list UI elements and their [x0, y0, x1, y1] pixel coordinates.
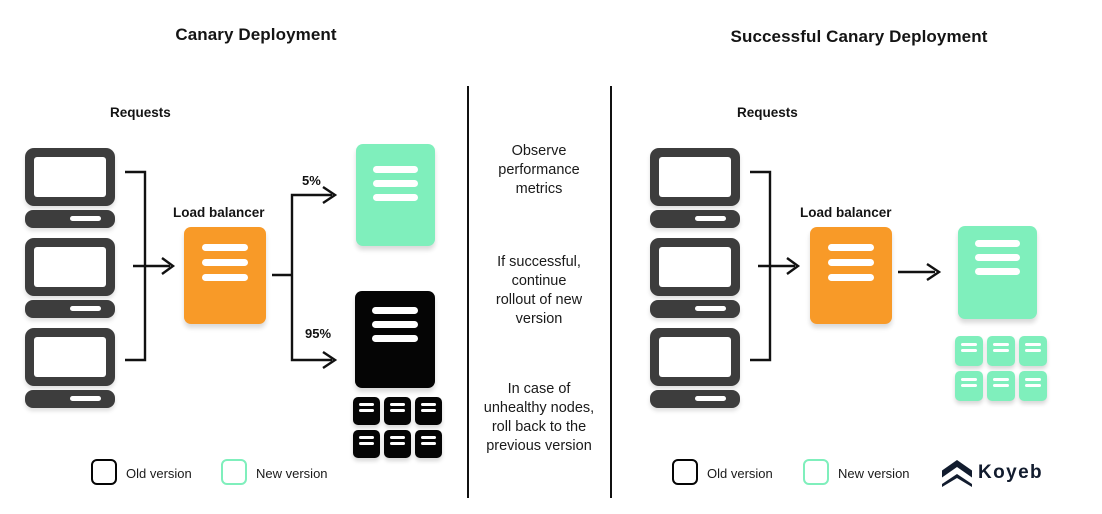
legend-label-new: New version [838, 466, 910, 481]
clients-to-lb-connector [125, 170, 176, 362]
legend-swatch-old [91, 459, 117, 485]
legend-label-old: Old version [707, 466, 773, 481]
load-balancer-card [184, 227, 266, 324]
old-version-node [415, 430, 442, 458]
old-version-card [355, 291, 435, 388]
legend-swatch-old [672, 459, 698, 485]
client-computer [25, 328, 123, 412]
legend-swatch-new [803, 459, 829, 485]
client-computer [650, 238, 748, 322]
divider-left [467, 86, 469, 498]
client-computer [650, 148, 748, 232]
client-computer [25, 148, 123, 232]
divider-right [610, 86, 612, 498]
legend-label-new: New version [256, 466, 328, 481]
new-version-card [958, 226, 1037, 319]
lb-to-new-version-arrow [898, 263, 942, 281]
new-version-card [356, 144, 435, 246]
old-version-node [384, 397, 411, 425]
new-version-node [1019, 336, 1047, 366]
new-version-node [955, 371, 983, 401]
load-balancer-card [810, 227, 892, 324]
left-requests-label: Requests [110, 105, 171, 120]
old-version-node [384, 430, 411, 458]
old-version-node [353, 430, 380, 458]
traffic-split-connector [272, 186, 338, 369]
koyeb-chevron-logo-icon [942, 460, 972, 487]
legend-swatch-new [221, 459, 247, 485]
right-requests-label: Requests [737, 105, 798, 120]
new-version-node [987, 371, 1015, 401]
old-version-node [353, 397, 380, 425]
client-computer [650, 328, 748, 412]
client-computer [25, 238, 123, 322]
right-load-balancer-label: Load balancer [800, 205, 892, 220]
new-version-node [955, 336, 983, 366]
new-version-node [1019, 371, 1047, 401]
koyeb-wordmark: Koyeb [978, 462, 1044, 483]
clients-to-lb-connector [750, 170, 801, 362]
split-label-old: 95% [305, 326, 332, 341]
new-version-node [987, 336, 1015, 366]
right-panel-title: Successful Canary Deployment [730, 27, 988, 46]
old-version-node [415, 397, 442, 425]
left-panel-title: Canary Deployment [175, 25, 337, 44]
left-load-balancer-label: Load balancer [173, 205, 265, 220]
split-label-new: 5% [302, 173, 321, 188]
legend-label-old: Old version [126, 466, 192, 481]
